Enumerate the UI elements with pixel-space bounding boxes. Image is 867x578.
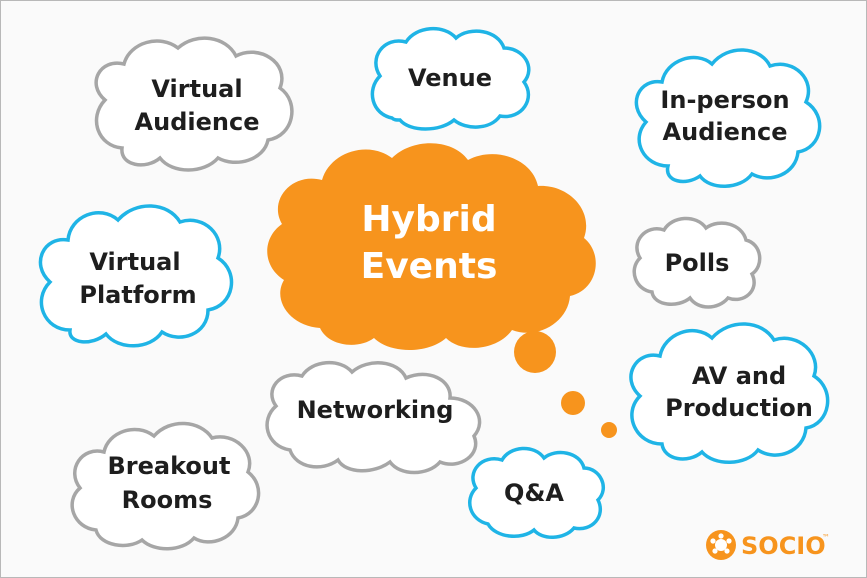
cloud-venue xyxy=(370,26,531,131)
thought-dot-medium xyxy=(561,391,585,415)
breakout-rooms-line1: Breakout xyxy=(108,452,231,480)
virtual-platform-line1: Virtual xyxy=(89,248,180,276)
virtual-audience-line2: Audience xyxy=(135,108,260,136)
cloud-breakout-rooms xyxy=(70,421,261,551)
venue-label: Venue xyxy=(408,64,492,92)
cloud-qa xyxy=(468,446,605,539)
socio-logo-text: SOCIO xyxy=(741,532,826,560)
av-production-line1: AV and xyxy=(692,362,786,390)
in-person-audience-line2: Audience xyxy=(663,118,788,146)
cloud-av-production xyxy=(629,322,830,464)
polls-label: Polls xyxy=(665,249,730,277)
cloud-networking xyxy=(265,360,482,475)
av-production-line2: Production xyxy=(665,394,813,422)
cloud-virtual-platform xyxy=(38,204,234,348)
networking-label: Networking xyxy=(297,396,454,424)
cloud-polls xyxy=(632,216,762,309)
virtual-platform-line2: Platform xyxy=(79,281,196,309)
cloud-virtual-audience xyxy=(94,36,294,172)
hybrid-events-line2: Events xyxy=(361,246,498,287)
in-person-audience-line1: In-person xyxy=(660,86,789,114)
breakout-rooms-line2: Rooms xyxy=(122,486,213,514)
socio-trademark: ™ xyxy=(822,533,830,542)
thought-dot-small xyxy=(601,422,617,438)
socio-logo-icon xyxy=(706,530,736,560)
hybrid-events-line1: Hybrid xyxy=(361,199,496,240)
socio-logo: SOCIO ™ xyxy=(706,530,830,560)
thought-dot-large xyxy=(514,331,556,373)
cloud-hybrid-events xyxy=(267,143,596,350)
virtual-audience-line1: Virtual xyxy=(151,75,242,103)
cloud-in-person-audience xyxy=(634,48,822,188)
qa-label: Q&A xyxy=(504,479,564,507)
